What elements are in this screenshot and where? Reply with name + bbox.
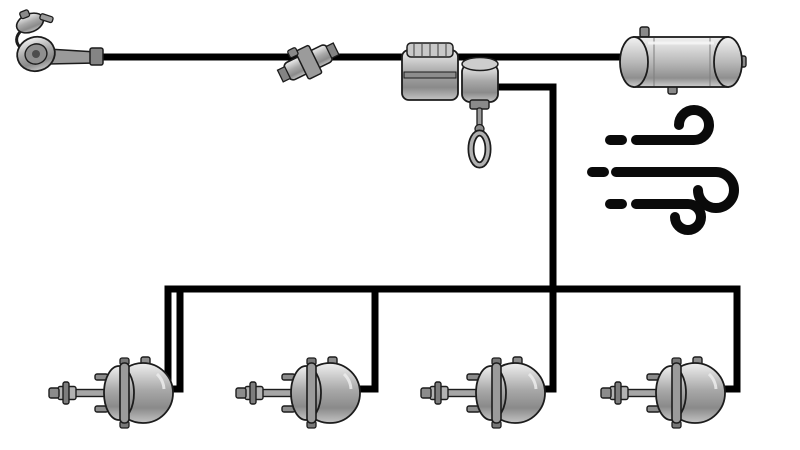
filter-hex-nut: [295, 44, 323, 80]
air-stream-bottom: [631, 199, 706, 235]
coupling-port: [32, 50, 40, 58]
line-filter-icon: [276, 42, 340, 83]
reservoir-left-head: [619, 36, 649, 88]
air-flow-icon: [587, 105, 739, 235]
reservoir-weld-seams: [653, 38, 711, 86]
valve-delivery-line: [488, 83, 557, 393]
air-stream-middle: [611, 167, 739, 213]
reservoir-top-port: [639, 26, 650, 38]
relay-valve-with-pull-handle-icon: [401, 42, 499, 169]
valve-cover-ribs: [413, 44, 447, 56]
gladhand-coupling-icon: [15, 9, 104, 73]
reservoir-shell: [633, 36, 729, 88]
reservoir-right-head: [713, 36, 743, 88]
air-reservoir-icon: [619, 26, 747, 95]
filter-inlet: [276, 65, 292, 83]
filter-nipple: [287, 47, 299, 59]
air-line-group: [58, 53, 741, 393]
coupling-cap-knob: [19, 9, 31, 20]
valve-flange-rib: [403, 71, 457, 79]
manifold-line: [164, 285, 741, 393]
filter-outlet: [325, 42, 340, 60]
coupling-lever: [39, 13, 54, 24]
coupling-joint: [89, 47, 104, 66]
air-stream-top: [631, 105, 714, 145]
branch-line-2: [355, 289, 379, 393]
valve-cylinder-cap: [461, 56, 499, 72]
valve-handle-loop: [469, 131, 490, 167]
